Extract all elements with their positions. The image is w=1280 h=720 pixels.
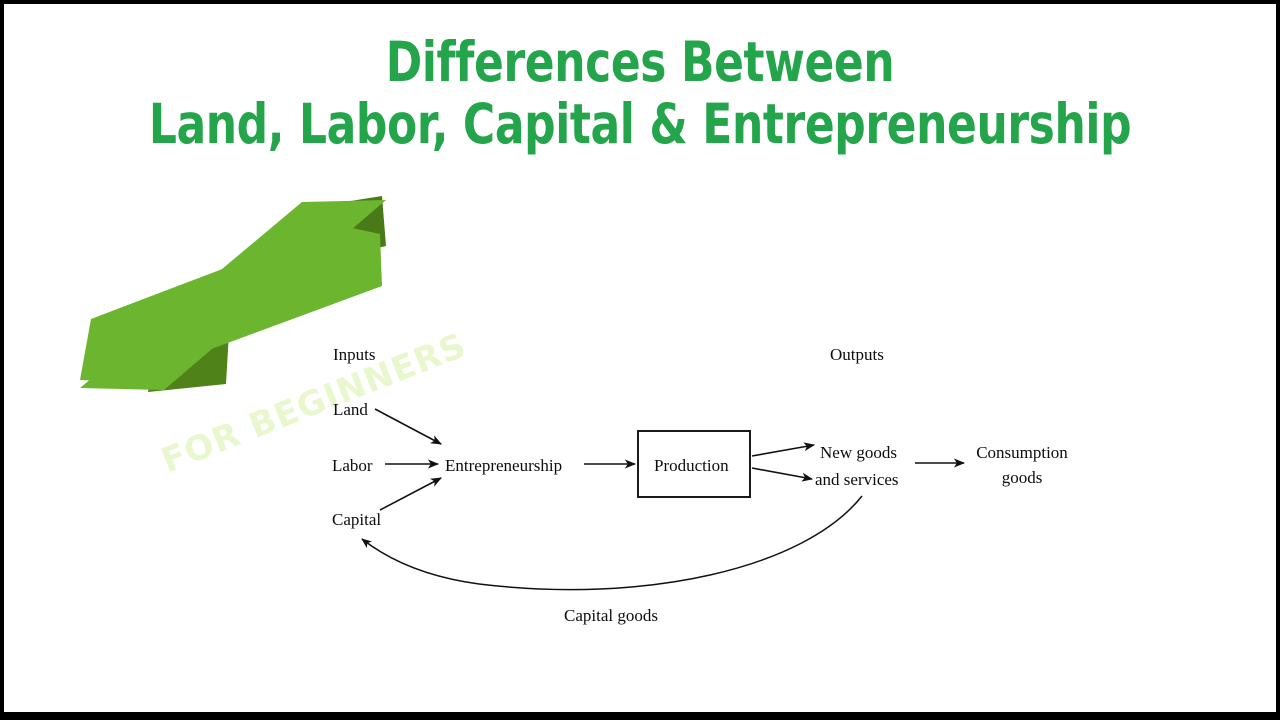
consumption-goods-line-1: Consumption: [976, 443, 1068, 462]
inputs-header: Inputs: [333, 345, 376, 364]
arrow-capital-goods-feedback: [361, 495, 863, 591]
arrow-land-to-entrepreneurship: [374, 408, 442, 445]
for-beginners-ribbon: FOR BEGINNERS: [64, 194, 472, 481]
production-box-outline: [637, 430, 751, 498]
node-capital: Capital: [332, 510, 382, 529]
diagram-connectors: [361, 408, 966, 591]
ribbon-shape: [80, 196, 386, 392]
ribbon-band-main: [80, 225, 382, 382]
title-line-2: Land, Labor, Capital & Entrepreneurship: [148, 92, 1132, 157]
arrow-production-to-new-goods: [751, 442, 816, 457]
page-title: Differences Between Land, Labor, Capital…: [4, 34, 1276, 152]
node-consumption-goods: Consumption goods: [970, 441, 1074, 490]
production-flow-diagram: Inputs Outputs Land Labor Capital Entrep…: [4, 4, 1276, 712]
title-line-1: Differences Between: [385, 30, 895, 94]
node-new-goods: New goods: [820, 443, 897, 462]
node-labor: Labor: [332, 456, 373, 475]
label-capital-goods: Capital goods: [564, 606, 658, 625]
arrow-capital-to-entrepreneurship: [379, 477, 442, 511]
node-and-services: and services: [815, 470, 899, 489]
node-entrepreneurship: Entrepreneurship: [445, 456, 563, 475]
node-land: Land: [333, 400, 368, 419]
consumption-goods-line-2: goods: [1001, 467, 1043, 487]
arrow-production-to-and-services: [751, 467, 814, 482]
slide-canvas: Differences Between Land, Labor, Capital…: [4, 4, 1276, 712]
node-production: Production: [654, 456, 729, 475]
outputs-header: Outputs: [830, 345, 884, 364]
